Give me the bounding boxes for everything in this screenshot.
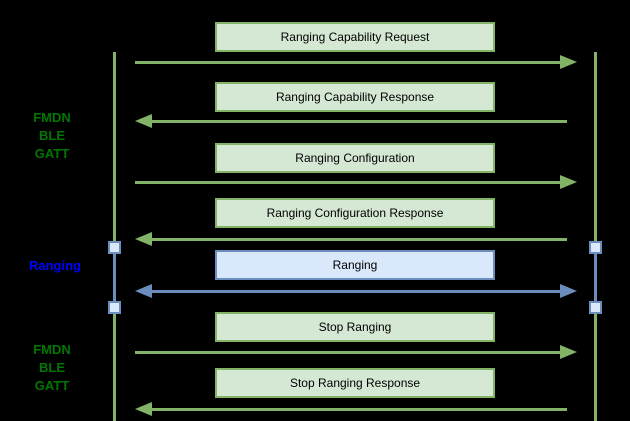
lane-label-line: BLE [39, 360, 65, 375]
lane-label-line: GATT [34, 146, 70, 161]
message-arrow-left [135, 402, 577, 416]
lane-label-line: BLE [39, 128, 65, 143]
message-box: Ranging Capability Request [215, 22, 495, 52]
message-arrow-left [135, 232, 577, 246]
arrow-head-left-icon [135, 284, 152, 298]
message-arrow-right [135, 345, 577, 359]
arrow-line [135, 61, 561, 64]
arrow-head-right-icon [560, 345, 577, 359]
arrow-line [151, 408, 567, 411]
activation-marker [108, 301, 121, 314]
lifeline-right [594, 52, 597, 421]
message-box: Stop Ranging [215, 312, 495, 342]
lane-label-fmdn-ble-gatt-bottom: FMDN BLE GATT [12, 341, 92, 395]
arrow-head-left-icon [135, 402, 152, 416]
lane-label-ranging: Ranging [15, 257, 95, 275]
arrow-head-right-icon [560, 284, 577, 298]
arrow-line [135, 351, 561, 354]
activation-marker [589, 301, 602, 314]
lane-label-line: GATT [34, 378, 70, 393]
arrow-line [151, 238, 567, 241]
arrow-line [135, 181, 561, 184]
message-arrow-right [135, 55, 577, 69]
lane-label-line: FMDN [33, 342, 71, 357]
message-arrow-left [135, 114, 577, 128]
lifeline-left [113, 52, 116, 421]
message-box: Ranging Configuration [215, 143, 495, 173]
lane-label-line: FMDN [33, 110, 71, 125]
activation-marker [108, 241, 121, 254]
activation-bar-right [594, 247, 597, 308]
message-box: Ranging [215, 250, 495, 280]
message-box: Stop Ranging Response [215, 368, 495, 398]
message-arrow-right [135, 175, 577, 189]
message-box: Ranging Configuration Response [215, 198, 495, 228]
activation-bar-left [113, 247, 116, 308]
arrow-line [151, 120, 567, 123]
message-box: Ranging Capability Response [215, 82, 495, 112]
lane-label-line: Ranging [29, 258, 81, 273]
message-arrow-bidirectional [135, 284, 577, 298]
arrow-head-left-icon [135, 232, 152, 246]
lane-label-fmdn-ble-gatt-top: FMDN BLE GATT [12, 109, 92, 163]
arrow-head-right-icon [560, 55, 577, 69]
arrow-head-right-icon [560, 175, 577, 189]
arrow-head-left-icon [135, 114, 152, 128]
arrow-line [151, 290, 561, 293]
activation-marker [589, 241, 602, 254]
